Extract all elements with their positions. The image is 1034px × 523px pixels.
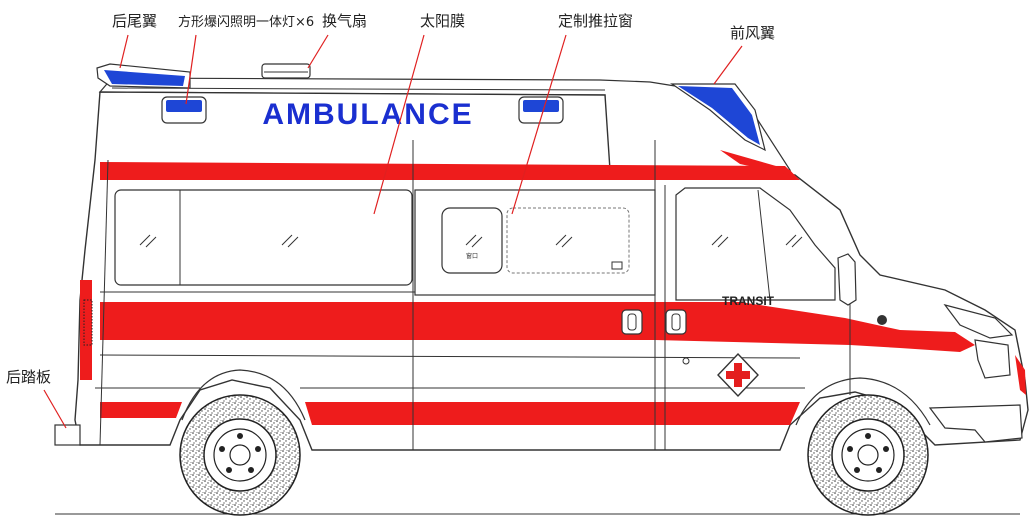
- label-ventilation-fan: 换气扇: [322, 12, 368, 30]
- leader-ventilation-fan: [307, 34, 329, 69]
- roof-front-red: [720, 150, 795, 176]
- door-handle-right-inner: [671, 313, 681, 331]
- red-stripe-lower: [100, 402, 182, 418]
- front-red-accent: [1015, 355, 1026, 395]
- door-handle-left: [621, 309, 643, 335]
- red-stripe-middle: [100, 302, 975, 352]
- front-grille: [974, 339, 1011, 379]
- fuel-cap: [682, 357, 690, 365]
- body-line-2: [99, 354, 801, 359]
- rear-wheel: [179, 394, 301, 516]
- leader-warning-lights: [185, 34, 197, 105]
- sliding-window-small: [441, 207, 503, 274]
- glass-mark-2: [281, 234, 299, 248]
- label-front-spoiler: 前风翼: [730, 24, 776, 42]
- front-spoiler-light: [678, 86, 760, 145]
- red-stripe-lower-mid: [305, 402, 800, 425]
- ambulance-text: AMBULANCE: [262, 98, 473, 131]
- leader-sun-film: [373, 34, 425, 215]
- label-warning-lights: 方形爆闪照明一体灯×6: [178, 15, 315, 30]
- label-rear-spoiler: 后尾翼: [112, 12, 158, 30]
- rear-spoiler-light: [104, 70, 185, 86]
- window-latch: [611, 261, 623, 270]
- warning-light-left-lens: [166, 100, 202, 112]
- roof-line: [111, 87, 606, 91]
- glass-mark-3: [465, 234, 483, 248]
- label-sliding-window: 定制推拉窗: [558, 12, 634, 30]
- leader-rear-spoiler: [119, 34, 129, 69]
- glass-mark-4: [555, 234, 573, 248]
- rear-grille: [83, 299, 93, 346]
- ventilation-fan: [261, 63, 311, 79]
- leader-rear-step: [43, 389, 67, 429]
- front-bumper: [928, 404, 1023, 443]
- glass-mark-5: [711, 234, 729, 248]
- headlight: [943, 303, 1014, 339]
- label-rear-step: 后踏板: [6, 368, 52, 386]
- transit-badge: TRANSIT: [722, 294, 775, 308]
- label-sun-film: 太阳膜: [420, 12, 466, 30]
- window-small-text: 窗口: [466, 252, 478, 260]
- door-handle-right: [665, 309, 687, 335]
- front-door-window: [675, 187, 836, 301]
- side-mirror: [837, 253, 857, 306]
- front-window-divider: [757, 189, 771, 301]
- side-window-sun-film: [114, 189, 413, 286]
- red-stripe-upper: [100, 162, 800, 180]
- rear-wheel-arch: [181, 369, 306, 421]
- warning-light-right-lens: [523, 100, 559, 112]
- glass-mark-1: [139, 234, 157, 248]
- leader-sliding-window: [511, 34, 567, 215]
- front-wheel-arch: [795, 377, 931, 426]
- glass-mark-6: [785, 234, 803, 248]
- rear-step: [54, 424, 81, 446]
- front-wheel: [807, 394, 929, 516]
- leader-front-spoiler: [713, 45, 743, 85]
- fog-light: [877, 315, 887, 325]
- door-handle-left-inner: [627, 313, 637, 331]
- red-cross: [726, 363, 750, 387]
- rear-door-seam: [99, 159, 109, 446]
- front-spoiler: [670, 83, 766, 152]
- rear-red-strip: [80, 280, 92, 380]
